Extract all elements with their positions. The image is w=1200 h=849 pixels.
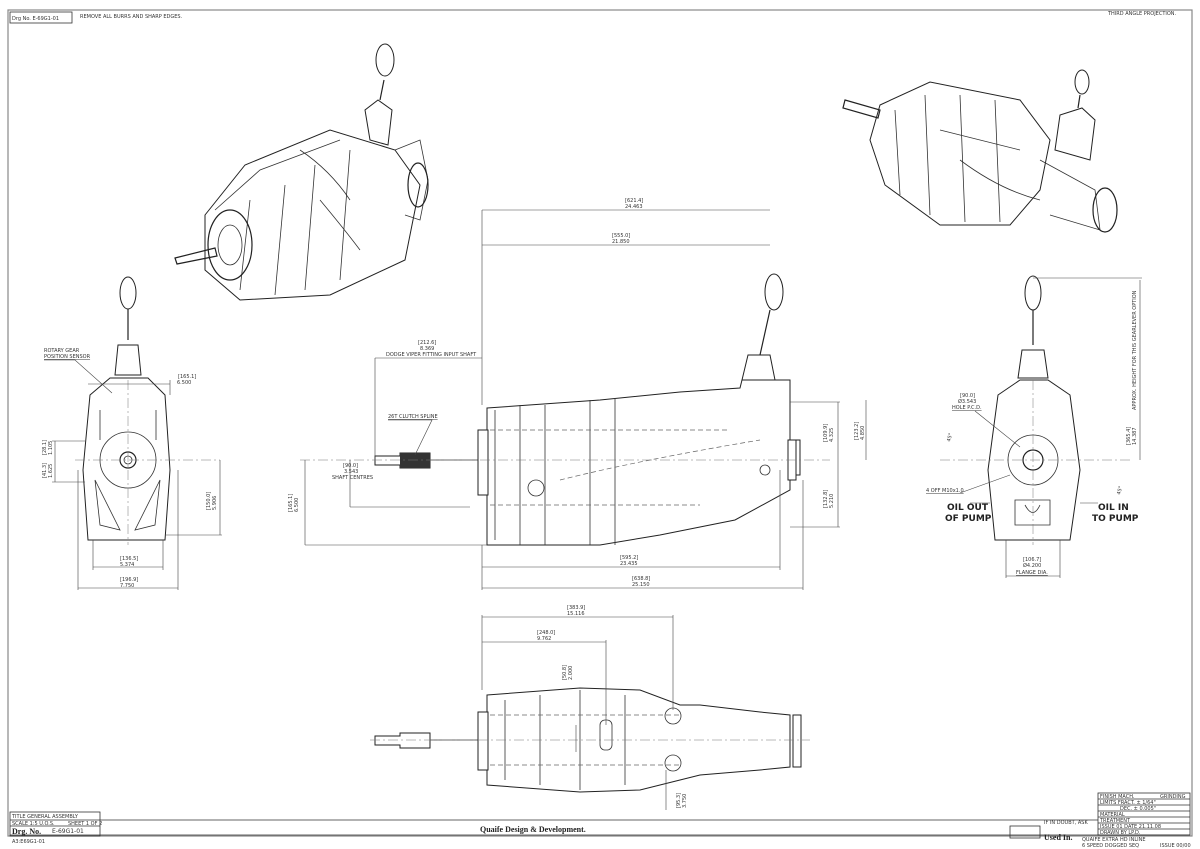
dim-mm: [383.9]: [567, 605, 585, 611]
dim-mm: [136.5]: [120, 556, 138, 562]
if-in-doubt: IF IN DOUBT, ASK: [1044, 820, 1088, 826]
drg-label: Drg. No.: [12, 827, 41, 836]
dim-mm: [248.0]: [537, 630, 555, 636]
dim-in: 21.850: [612, 239, 630, 245]
dim-in: 4.325: [829, 428, 835, 442]
drg-number: E-69G1-01: [52, 828, 84, 835]
dim-in: 3.543: [344, 469, 358, 475]
dim-in: 4.850: [860, 426, 866, 440]
dim-mm: [555.0]: [612, 233, 630, 239]
dim-in: 6.500: [177, 380, 191, 386]
oil-out-label-2: OF PUMP: [945, 514, 992, 524]
scale-text: SCALE 1:5 U.O.S.: [12, 821, 55, 827]
dim-in: 2.000: [568, 666, 574, 680]
angle-label: 45°: [1116, 485, 1124, 496]
title-text: TITLE GENERAL ASSEMBLY: [11, 814, 79, 820]
title-block: TITLE GENERAL ASSEMBLY SCALE 1:5 U.O.S. …: [9, 792, 1191, 849]
pcd-label: HOLE P.C.D.: [952, 405, 982, 411]
dim-in: 15.116: [567, 611, 585, 617]
used-in-label: Used In.: [1044, 833, 1072, 842]
angle-label: 45°: [946, 432, 954, 443]
dim-mm: [95.3]: [676, 793, 682, 808]
oil-out-label: OIL OUT: [947, 503, 989, 513]
dim-in: 5.374: [120, 562, 134, 568]
clutch-spline: [400, 453, 430, 468]
height-label: APPROX. HEIGHT FOR THIS GEARLEVER OPTION: [1132, 290, 1138, 410]
treatment-text: TREATMENT: [1099, 818, 1131, 824]
dim-in: Ø3.543: [958, 398, 976, 405]
general-note: REMOVE ALL BURRS AND SHARP EDGES.: [80, 14, 183, 20]
sheet-text: SHEET 1 OF 2: [68, 821, 102, 827]
oil-in-label-2: TO PUMP: [1092, 514, 1139, 524]
front-end-view: ROTARY GEAR POSITION SENSOR [165.1] 6.50…: [42, 276, 222, 590]
dim-in: 6.500: [294, 498, 300, 512]
dim-mm: [365.4]: [1126, 427, 1132, 445]
drawing-frame: [7, 9, 1193, 837]
dim-mm: [90.0]: [960, 393, 975, 399]
dim-mm: [638.8]: [632, 576, 650, 582]
plan-view: [383.9] 15.116 [248.0] 9.762 [50.8] 2.00…: [370, 605, 810, 810]
limits-fract: LIMITS FRACT. ± 1/64": [1100, 800, 1156, 806]
isometric-view-right: [842, 69, 1118, 233]
company-name: Quaife Design & Development.: [480, 825, 586, 834]
sensor-label-line2: POSITION SENSOR: [44, 354, 91, 360]
dim-in: 23.435: [620, 561, 638, 567]
dim-in: 5.906: [212, 496, 218, 510]
dim-mm: [196.9]: [120, 577, 138, 583]
dim-mm: [595.2]: [620, 555, 638, 561]
dim-mm: [212.6]: [418, 340, 436, 346]
dim-in: 1.625: [48, 464, 54, 478]
dim-in: 3.750: [682, 794, 688, 808]
finish-text: FINISH MACH.: [1100, 794, 1135, 800]
dim-in: 14.387: [1132, 428, 1138, 446]
dim-mm: [123.2]: [854, 422, 860, 440]
dim-mm: [28.1]: [42, 440, 48, 455]
dim-in: 8.369: [420, 346, 434, 352]
grinding-text: GRINDING: [1160, 794, 1186, 800]
file-name: A3:E69G1-01: [12, 839, 45, 845]
dim-in: 5.210: [829, 494, 835, 508]
dim-mm: [41.3]: [42, 463, 48, 478]
holes-label: 4 OFF M10x1.0: [926, 488, 964, 494]
issue-stamp: ISSUE 00/00: [1160, 843, 1191, 849]
dim-mm: [165.1]: [178, 374, 196, 380]
dim-mm: [165.1]: [288, 494, 294, 512]
dim-in: Ø4.200: [1023, 562, 1041, 569]
input-shaft-label: DODGE VIPER FITTING INPUT SHAFT: [386, 352, 477, 358]
dim-mm: [50.8]: [562, 665, 568, 680]
sensor-label-line1: ROTARY GEAR: [44, 348, 80, 354]
oil-in-label: OIL IN: [1098, 503, 1129, 513]
dim-mm: [106.7]: [1023, 557, 1041, 563]
drawing-number-box: [9, 11, 73, 24]
dim-in: 1.105: [48, 441, 54, 455]
dim-mm: [132.8]: [823, 490, 829, 508]
dim-mm: [150.0]: [206, 492, 212, 510]
projection-note: THIRD ANGLE PROJECTION.: [1107, 11, 1177, 17]
isometric-view-left: [174, 43, 429, 301]
dim-in: 9.762: [537, 636, 551, 642]
description-line1: QUAIFE EXTRA HD INLINE: [1082, 837, 1146, 843]
dim-in: 25.150: [632, 582, 650, 588]
drawn-by-text: DRAWN BY LP.D.: [1100, 830, 1141, 836]
side-elevation-view: [621.4] 24.463 [555.0] 21.850 [212.6] 8.…: [288, 198, 867, 590]
issue-text: ISSUE 01 DATE 21.11.08: [1100, 824, 1161, 830]
dim-mm: [109.9]: [823, 424, 829, 442]
material-text: MATERIAL: [1100, 812, 1125, 818]
rear-end-view: [90.0] Ø3.543 HOLE P.C.D. 4 OFF M10x1.0 …: [926, 275, 1142, 578]
dim-mm: [621.4]: [625, 198, 643, 204]
flange-label: FLANGE DIA.: [1016, 570, 1048, 576]
header: Drg No. E-69G1-01 REMOVE ALL BURRS AND S…: [9, 11, 1177, 24]
dim-in: 7.750: [120, 583, 134, 589]
spline-label: 26T CLUTCH SPLINE: [388, 414, 438, 420]
description-line2: 6 SPEED DOGGED SEQ: [1082, 843, 1139, 849]
stamp-box: [1009, 825, 1041, 839]
dim-in: 24.463: [625, 204, 643, 210]
drawing-number-top: Drg No. E-69G1-01: [12, 16, 59, 22]
dim-mm: [90.0]: [343, 463, 358, 469]
shaft-centres-label: SHAFT CENTRES: [332, 475, 373, 481]
limits-dec: DEC. ± 0.005": [1120, 806, 1156, 812]
